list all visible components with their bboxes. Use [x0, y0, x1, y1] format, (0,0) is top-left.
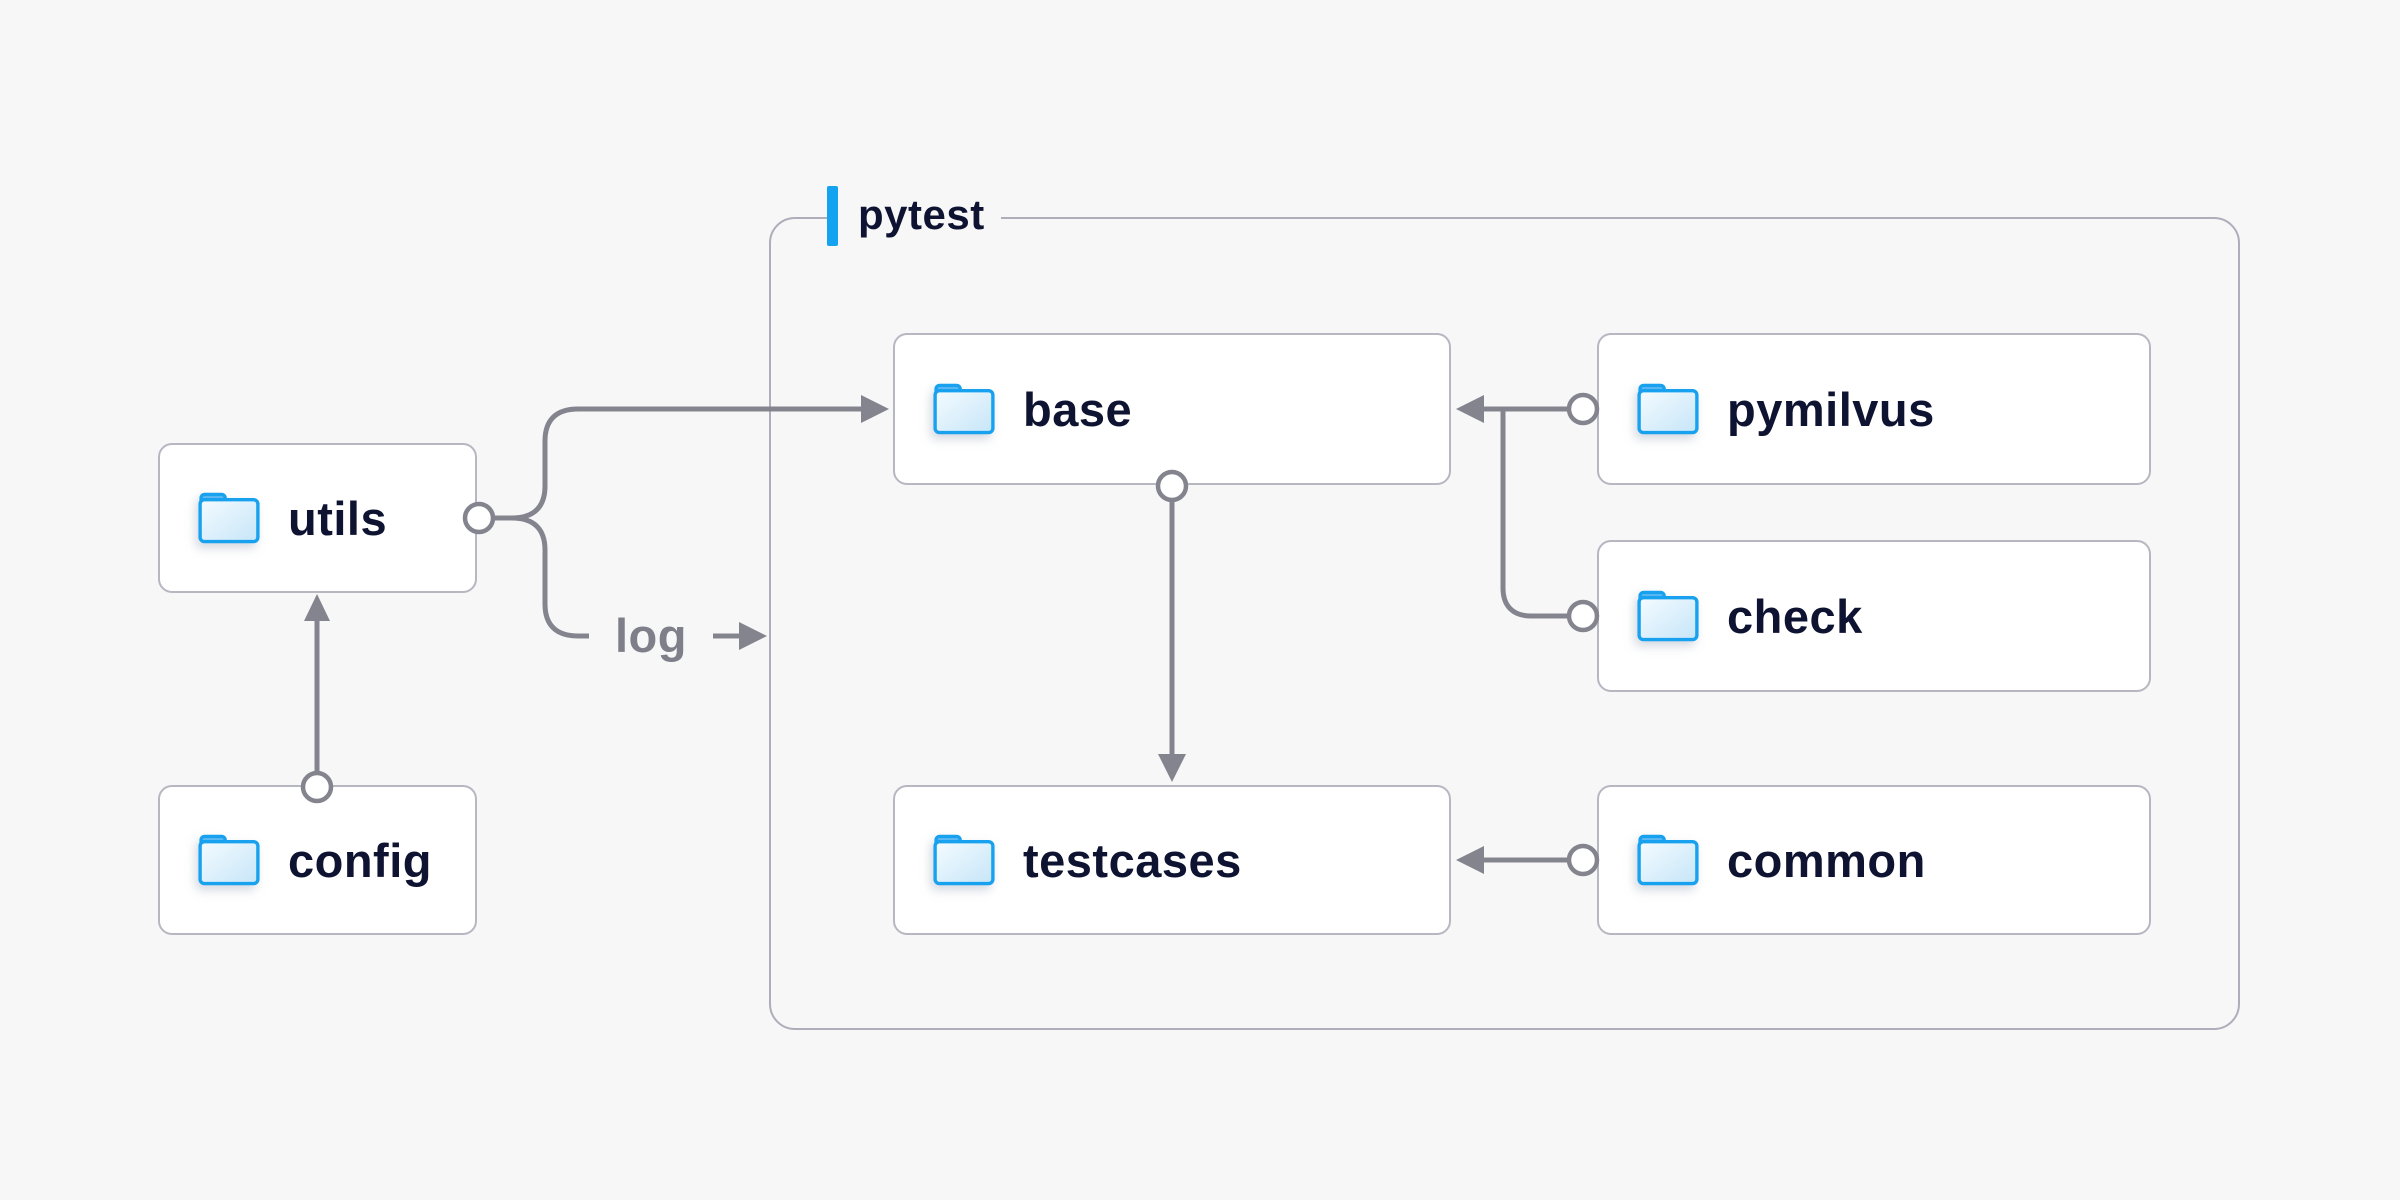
pytest-group-box — [769, 217, 2240, 1030]
node-label: testcases — [1023, 833, 1242, 887]
folder-icon — [1637, 834, 1699, 886]
log-edge-label: log — [615, 609, 687, 662]
folder-icon — [1637, 383, 1699, 435]
node-testcases: testcases — [893, 785, 1451, 935]
node-label: utils — [288, 491, 388, 545]
folder-icon — [933, 383, 995, 435]
node-common: common — [1597, 785, 2151, 935]
node-pymilvus: pymilvus — [1597, 333, 2151, 485]
node-label: base — [1023, 382, 1133, 436]
folder-icon — [198, 834, 260, 886]
folder-icon — [198, 492, 260, 544]
edge-config-utils — [300, 594, 334, 804]
group-title: pytest — [838, 183, 1001, 249]
folder-icon — [933, 834, 995, 886]
node-config: config — [158, 785, 477, 935]
node-label: check — [1727, 589, 1863, 643]
node-utils: utils — [158, 443, 477, 593]
node-label: common — [1727, 833, 1926, 887]
folder-icon — [1637, 590, 1699, 642]
accent-bar-icon — [827, 186, 838, 246]
node-label: config — [288, 833, 432, 887]
node-base: base — [893, 333, 1451, 485]
node-label: pymilvus — [1727, 382, 1935, 436]
node-check: check — [1597, 540, 2151, 692]
pytest-group-label: pytest — [827, 183, 1001, 249]
